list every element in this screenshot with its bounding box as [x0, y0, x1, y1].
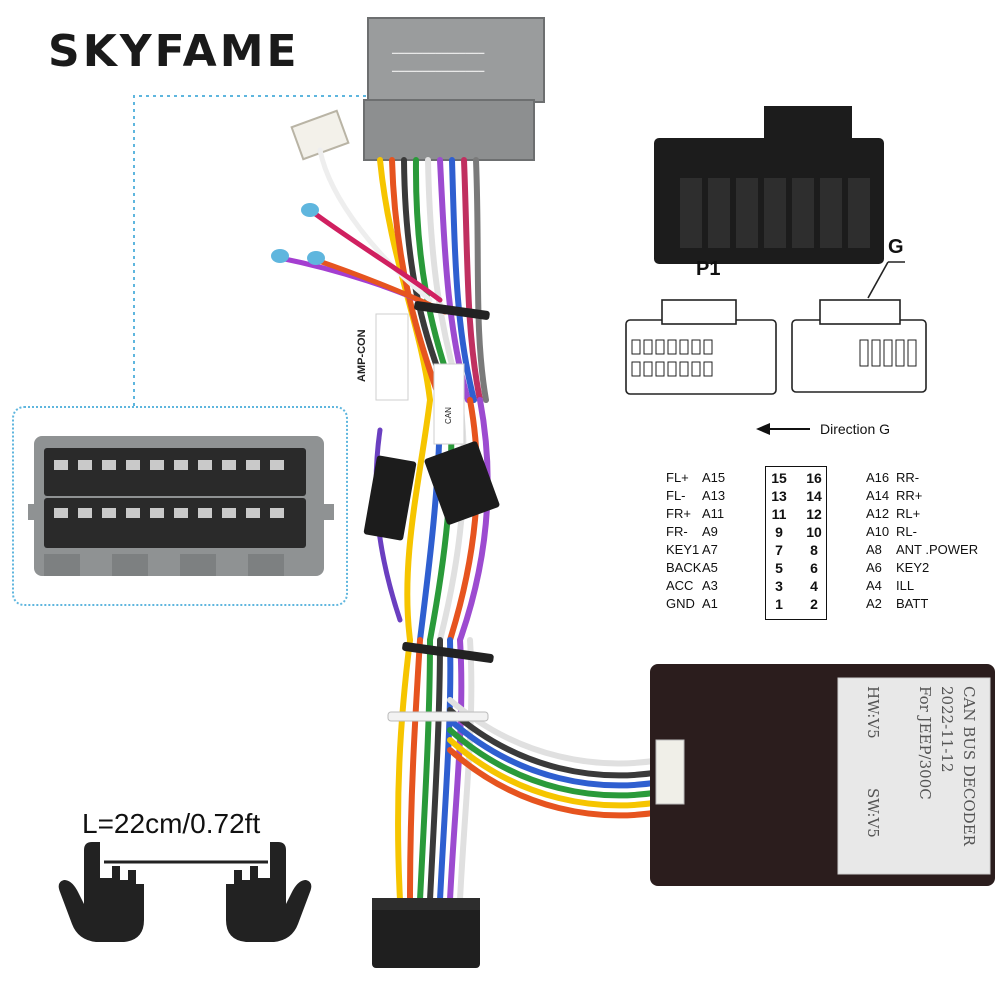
pin-number-left: 1	[775, 596, 783, 612]
pin-code-left: A7	[702, 542, 718, 557]
pin-number-right: 2	[810, 596, 818, 612]
pin-code-left: A9	[702, 524, 718, 539]
pin-code-right: A16	[866, 470, 890, 485]
pin-signal-left: ACC	[666, 578, 694, 593]
length-label: L=22cm/0.72ft	[82, 808, 261, 839]
pin-number-left: 15	[771, 470, 787, 486]
bottom-black-connector	[372, 898, 480, 968]
pin-code-left: A15	[702, 470, 726, 485]
pin-number-right: 6	[810, 560, 818, 576]
pin-signal-right: ANT .POWER	[896, 542, 979, 557]
decoder-model: For JEEP/300C	[916, 686, 934, 800]
pin-code-left: A3	[702, 578, 718, 593]
cable-ties	[387, 301, 494, 722]
can-decoder-box	[650, 664, 995, 886]
decoder-date: 2022-11-12	[938, 686, 956, 773]
connector-face-illustration	[28, 436, 334, 576]
pin-code-left: A5	[702, 560, 718, 575]
pinout-row: FL- A13 13 14 A14 RR+	[656, 488, 996, 506]
decoder-sw: SW:V5	[864, 788, 882, 838]
connector-line-drawings	[625, 261, 927, 395]
pin-number-right: 10	[806, 524, 822, 540]
pin-signal-left: FL+	[666, 470, 689, 485]
pin-number-left: 3	[775, 578, 783, 594]
pin-signal-left: FL-	[666, 488, 686, 503]
grey-oem-connector: ▁▁▁▁▁▁▁▁▁▁▁▁▁▁▁ ▁▁▁▁▁▁▁▁▁▁▁▁▁▁▁	[363, 17, 545, 161]
pin-signal-right: RL+	[896, 506, 921, 521]
direction-label: Direction G	[820, 421, 891, 437]
p1-label: P1	[696, 258, 721, 280]
pin-signal-left: FR+	[666, 506, 691, 521]
pin-code-right: A6	[866, 560, 882, 575]
decoder-title: CAN BUS DECODER	[960, 686, 978, 846]
pin-signal-left: FR-	[666, 524, 688, 539]
pinout-row: GND A1 1 2 A2 BATT	[656, 596, 996, 614]
pinout-row: FR+ A11 11 12 A12 RL+	[656, 506, 996, 524]
pin-code-left: A11	[702, 506, 725, 521]
black-16pin-connector	[654, 106, 884, 264]
direction-arrow	[756, 423, 810, 435]
pin-number-right: 12	[806, 506, 822, 522]
pin-code-right: A12	[866, 506, 890, 521]
pin-number-left: 7	[775, 542, 783, 558]
can-tag: CAN	[444, 407, 453, 424]
pin-signal-right: RL-	[896, 524, 917, 539]
pin-signal-right: RR+	[896, 488, 923, 503]
pin-number-right: 8	[810, 542, 818, 558]
decoder-label: CAN BUS DECODER 2022-11-12 For JEEP/300C…	[838, 678, 990, 874]
pin-number-left: 5	[775, 560, 783, 576]
hand-icons	[58, 842, 312, 942]
pinout-outline	[765, 466, 827, 620]
decoder-hw: HW:V5	[864, 686, 882, 739]
pin-code-right: A10	[866, 524, 890, 539]
pin-code-right: A2	[866, 596, 882, 611]
wire-caps	[271, 203, 325, 265]
pin-signal-left: GND	[666, 596, 695, 611]
wire-bundle	[277, 147, 663, 903]
svg-text:▁▁▁▁▁▁▁▁▁▁▁▁▁▁▁: ▁▁▁▁▁▁▁▁▁▁▁▁▁▁▁	[391, 45, 485, 54]
pinout-row: FR- A9 9 10 A10 RL-	[656, 524, 996, 542]
callout-line	[133, 95, 368, 406]
pin-number-left: 9	[775, 524, 783, 540]
pin-signal-right: RR-	[896, 470, 920, 485]
pin-code-right: A14	[866, 488, 890, 503]
pin-number-right: 16	[806, 470, 822, 486]
pin-signal-right: KEY2	[896, 560, 930, 575]
pin-number-left: 13	[771, 488, 787, 504]
pin-signal-right: BATT	[896, 596, 929, 611]
white-small-connector	[290, 109, 350, 161]
pinout-row: FL+ A15 15 16 A16 RR-	[656, 470, 996, 488]
pinout-row: ACC A3 3 4 A4 ILL	[656, 578, 996, 596]
brand-logo: SKYFAME	[48, 26, 300, 77]
pin-code-left: A13	[702, 488, 726, 503]
pin-number-left: 11	[771, 506, 787, 522]
pin-signal-right: ILL	[896, 578, 915, 593]
black-mid-connectors	[363, 441, 500, 541]
pin-signal-left: BACK	[666, 560, 702, 575]
pin-number-right: 14	[806, 488, 822, 504]
svg-text:▁▁▁▁▁▁▁▁▁▁▁▁▁▁▁: ▁▁▁▁▁▁▁▁▁▁▁▁▁▁▁	[391, 63, 485, 72]
pin-number-right: 4	[810, 578, 818, 594]
pin-signal-left: KEY1	[666, 542, 700, 557]
label-tags	[375, 313, 465, 445]
connector-closeup-inset	[12, 406, 348, 606]
pin-code-right: A4	[866, 578, 882, 593]
g-label: G	[888, 236, 904, 258]
amp-con-tag: AMP-CON	[356, 329, 368, 382]
pin-code-right: A8	[866, 542, 882, 557]
pin-code-left: A1	[702, 596, 718, 611]
